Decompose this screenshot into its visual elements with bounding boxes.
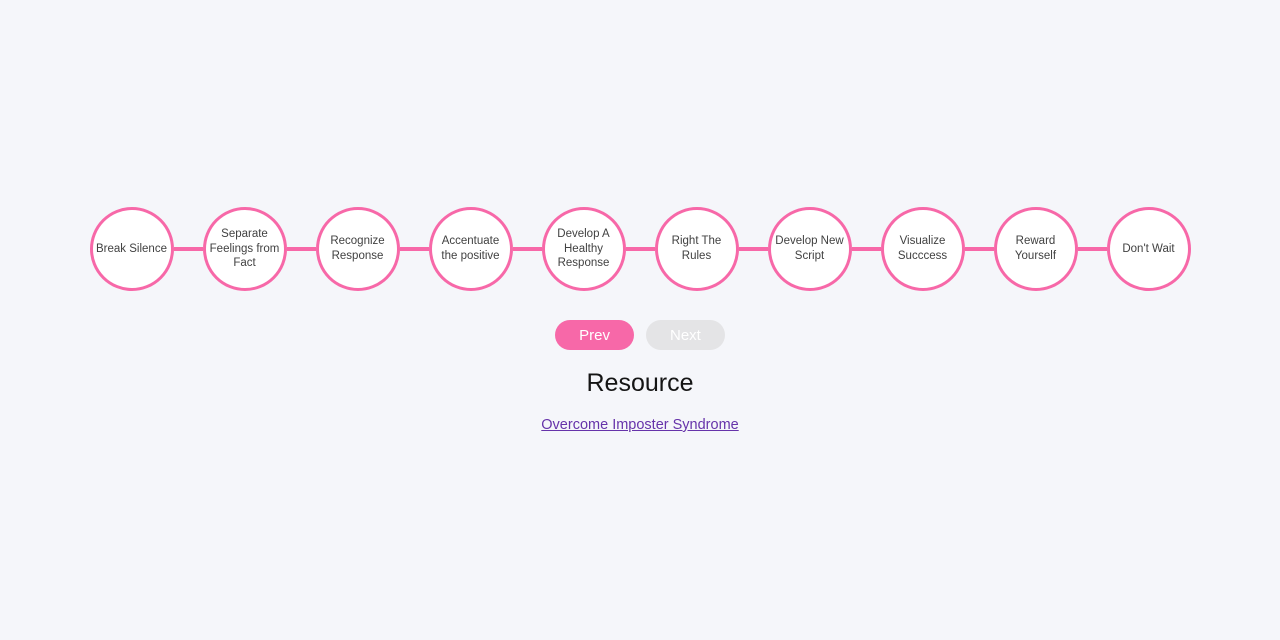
timeline-step-label: Break Silence bbox=[96, 242, 167, 255]
pagination-controls: Prev Next bbox=[0, 320, 1280, 350]
timeline-step: Accentuate the positive bbox=[428, 207, 513, 291]
timeline-step-label: Visualize Succcess bbox=[897, 235, 948, 262]
timeline-step-label: Accentuate the positive bbox=[441, 235, 500, 262]
timeline-connector bbox=[964, 247, 994, 251]
timeline-connector bbox=[625, 247, 655, 251]
timeline-step-label: Recognize Response bbox=[330, 235, 385, 262]
timeline-connector bbox=[286, 247, 316, 251]
timeline-step: Right The Rules bbox=[654, 207, 739, 291]
timeline-step: Recognize Response bbox=[315, 207, 400, 291]
steps-timeline: Break Silence Separate Feelings from Fac… bbox=[0, 207, 1280, 291]
timeline-connector bbox=[512, 247, 542, 251]
timeline-step: Visualize Succcess bbox=[880, 207, 965, 291]
timeline-step: Reward Yourself bbox=[993, 207, 1078, 291]
timeline-step: Separate Feelings from Fact bbox=[202, 207, 287, 291]
timeline-connector bbox=[173, 247, 203, 251]
timeline-step-label: Separate Feelings from Fact bbox=[209, 227, 280, 270]
timeline-step-label: Right The Rules bbox=[671, 235, 722, 262]
timeline-step-label: Reward Yourself bbox=[1014, 235, 1057, 262]
resource-link-container: Overcome Imposter Syndrome bbox=[0, 416, 1280, 434]
timeline-step-label: Develop A Healthy Response bbox=[557, 227, 610, 270]
timeline-connector bbox=[399, 247, 429, 251]
resource-link[interactable]: Overcome Imposter Syndrome bbox=[541, 417, 739, 433]
timeline-step-label: Don't Wait bbox=[1122, 242, 1175, 255]
timeline-step: Break Silence bbox=[89, 207, 174, 291]
timeline-step: Don't Wait bbox=[1106, 207, 1191, 291]
timeline-step-label: Develop New Script bbox=[775, 235, 844, 262]
prev-button[interactable]: Prev bbox=[555, 320, 634, 350]
timeline-connector bbox=[738, 247, 768, 251]
timeline-connector bbox=[851, 247, 881, 251]
timeline-step: Develop New Script bbox=[767, 207, 852, 291]
resource-heading: Resource bbox=[586, 369, 694, 397]
timeline-connector bbox=[1077, 247, 1107, 251]
timeline-step: Develop A Healthy Response bbox=[541, 207, 626, 291]
next-button[interactable]: Next bbox=[646, 320, 725, 350]
